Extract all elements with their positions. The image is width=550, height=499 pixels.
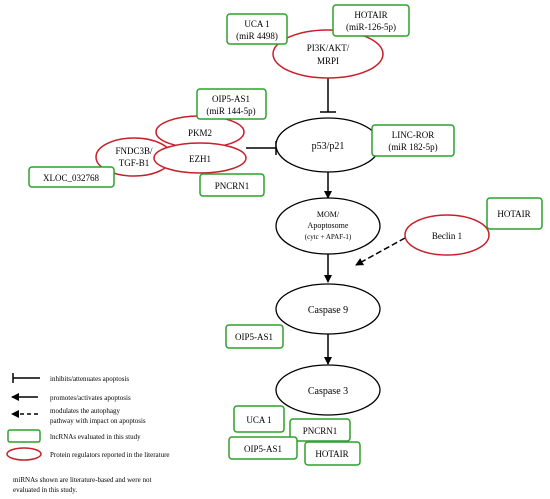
oip5-bottom-label: OIP5-AS1 [244,444,282,454]
oip5-bottom-box: OIP5-AS1 [228,436,298,460]
linc-ror-box: LINC-ROR (miR 182-5p) [371,124,455,157]
pi3k-ellipse: PI3K/AKT/ MRPI [272,29,384,79]
oip5-mid-label: OIP5-AS1 [235,332,273,342]
pncrn1-bottom-label: PNCRN1 [303,426,338,436]
legend-protein: Protein regulators reported in the liter… [6,447,170,461]
mom-label-3: (cytc + APAF-1) [305,233,352,241]
hotair-top-label-2: (miR-126-5p) [346,22,396,32]
caspase9-label: Caspase 9 [308,305,348,316]
footnote-line-1: miRNAs shown are literature-based and we… [13,476,151,484]
legend-lncrna: lncRNAs evaluated in this study [7,429,141,443]
p53-node: p53/p21 [275,117,381,173]
xloc-box: XLOC_032768 [28,166,115,188]
legend-inhibits-text: inhibits/attenuates apoptosis [50,375,129,383]
caspase3-label: Caspase 3 [308,386,348,397]
beclin-ellipse: Beclin 1 [404,214,490,256]
legend-promotes: promotes/activates apoptosis [11,393,131,402]
uca1-top-label-1: UCA 1 [244,19,269,29]
linc-ror-label-2: (miR 182-5p) [388,142,437,152]
pi3k-label-1: PI3K/AKT/ [307,43,350,53]
caspase9-node: Caspase 9 [275,283,381,335]
footnote-line-2: evaluated in this study. [13,486,77,494]
mom-node: MOM/ Apoptosome (cytc + APAF-1) [275,197,381,255]
uca1-top-box: UCA 1 (miR 4498) [226,13,288,45]
oip5-mid-box: OIP5-AS1 [225,324,284,349]
fndc3b-label-2: TGF-B1 [119,158,150,168]
legend-modulates-text-2: pathway with impact on apoptosis [50,417,146,425]
oip5-top-label-1: OIP5-AS1 [212,94,250,104]
hotair-right-box: HOTAIR [486,197,543,230]
mom-label-2: Apoptosome [308,221,349,230]
pncrn1-mid-label: PNCRN1 [215,181,250,191]
beclin-label: Beclin 1 [432,231,462,241]
mom-label-1: MOM/ [317,210,340,219]
hotair-bottom-box: HOTAIR [304,441,361,466]
linc-ror-label-1: LINC-ROR [392,130,435,140]
legend-protein-text: Protein regulators reported in the liter… [50,451,170,459]
ezh1-ellipse: EZH1 [153,142,247,174]
p53-label: p53/p21 [312,141,345,152]
legend-modulates-text-1: modulates the autophagy [50,407,120,415]
beclin-modulates-arrow [355,237,406,266]
legend-inhibits: inhibits/attenuates apoptosis [12,373,129,383]
oip5-top-box: OIP5-AS1 (miR 144-5p) [196,88,267,120]
legend-promotes-text: promotes/activates apoptosis [50,394,131,402]
uca1-bottom-box: UCA 1 [233,405,285,433]
uca1-bottom-label: UCA 1 [246,415,271,425]
hotair-right-label: HOTAIR [497,209,530,219]
legend: inhibits/attenuates apoptosis promotes/a… [6,373,170,461]
connectors [246,78,406,365]
oip5-top-label-2: (miR 144-5p) [206,106,255,116]
uca1-top-label-2: (miR 4498) [236,31,278,41]
footnote: miRNAs shown are literature-based and we… [13,476,151,494]
pncrn1-mid-box: PNCRN1 [199,173,265,197]
legend-lncrna-text: lncRNAs evaluated in this study [50,433,141,441]
hotair-top-label-1: HOTAIR [354,10,387,20]
hotair-top-box: HOTAIR (miR-126-5p) [332,4,410,37]
xloc-label: XLOC_032768 [43,173,99,183]
legend-modulates: modulates the autophagy pathway with imp… [11,407,146,425]
fndc3b-ellipse: FNDC3B/ TGF-B1 [95,137,173,177]
hotair-bottom-label: HOTAIR [315,449,348,459]
caspase3-node: Caspase 3 [275,364,381,416]
pncrn1-bottom-box: PNCRN1 [289,418,351,442]
pi3k-label-2: MRPI [317,56,339,66]
fndc3b-label-1: FNDC3B/ [115,146,153,156]
pkm2-label: PKM2 [188,128,212,138]
ezh1-label: EZH1 [189,154,211,164]
